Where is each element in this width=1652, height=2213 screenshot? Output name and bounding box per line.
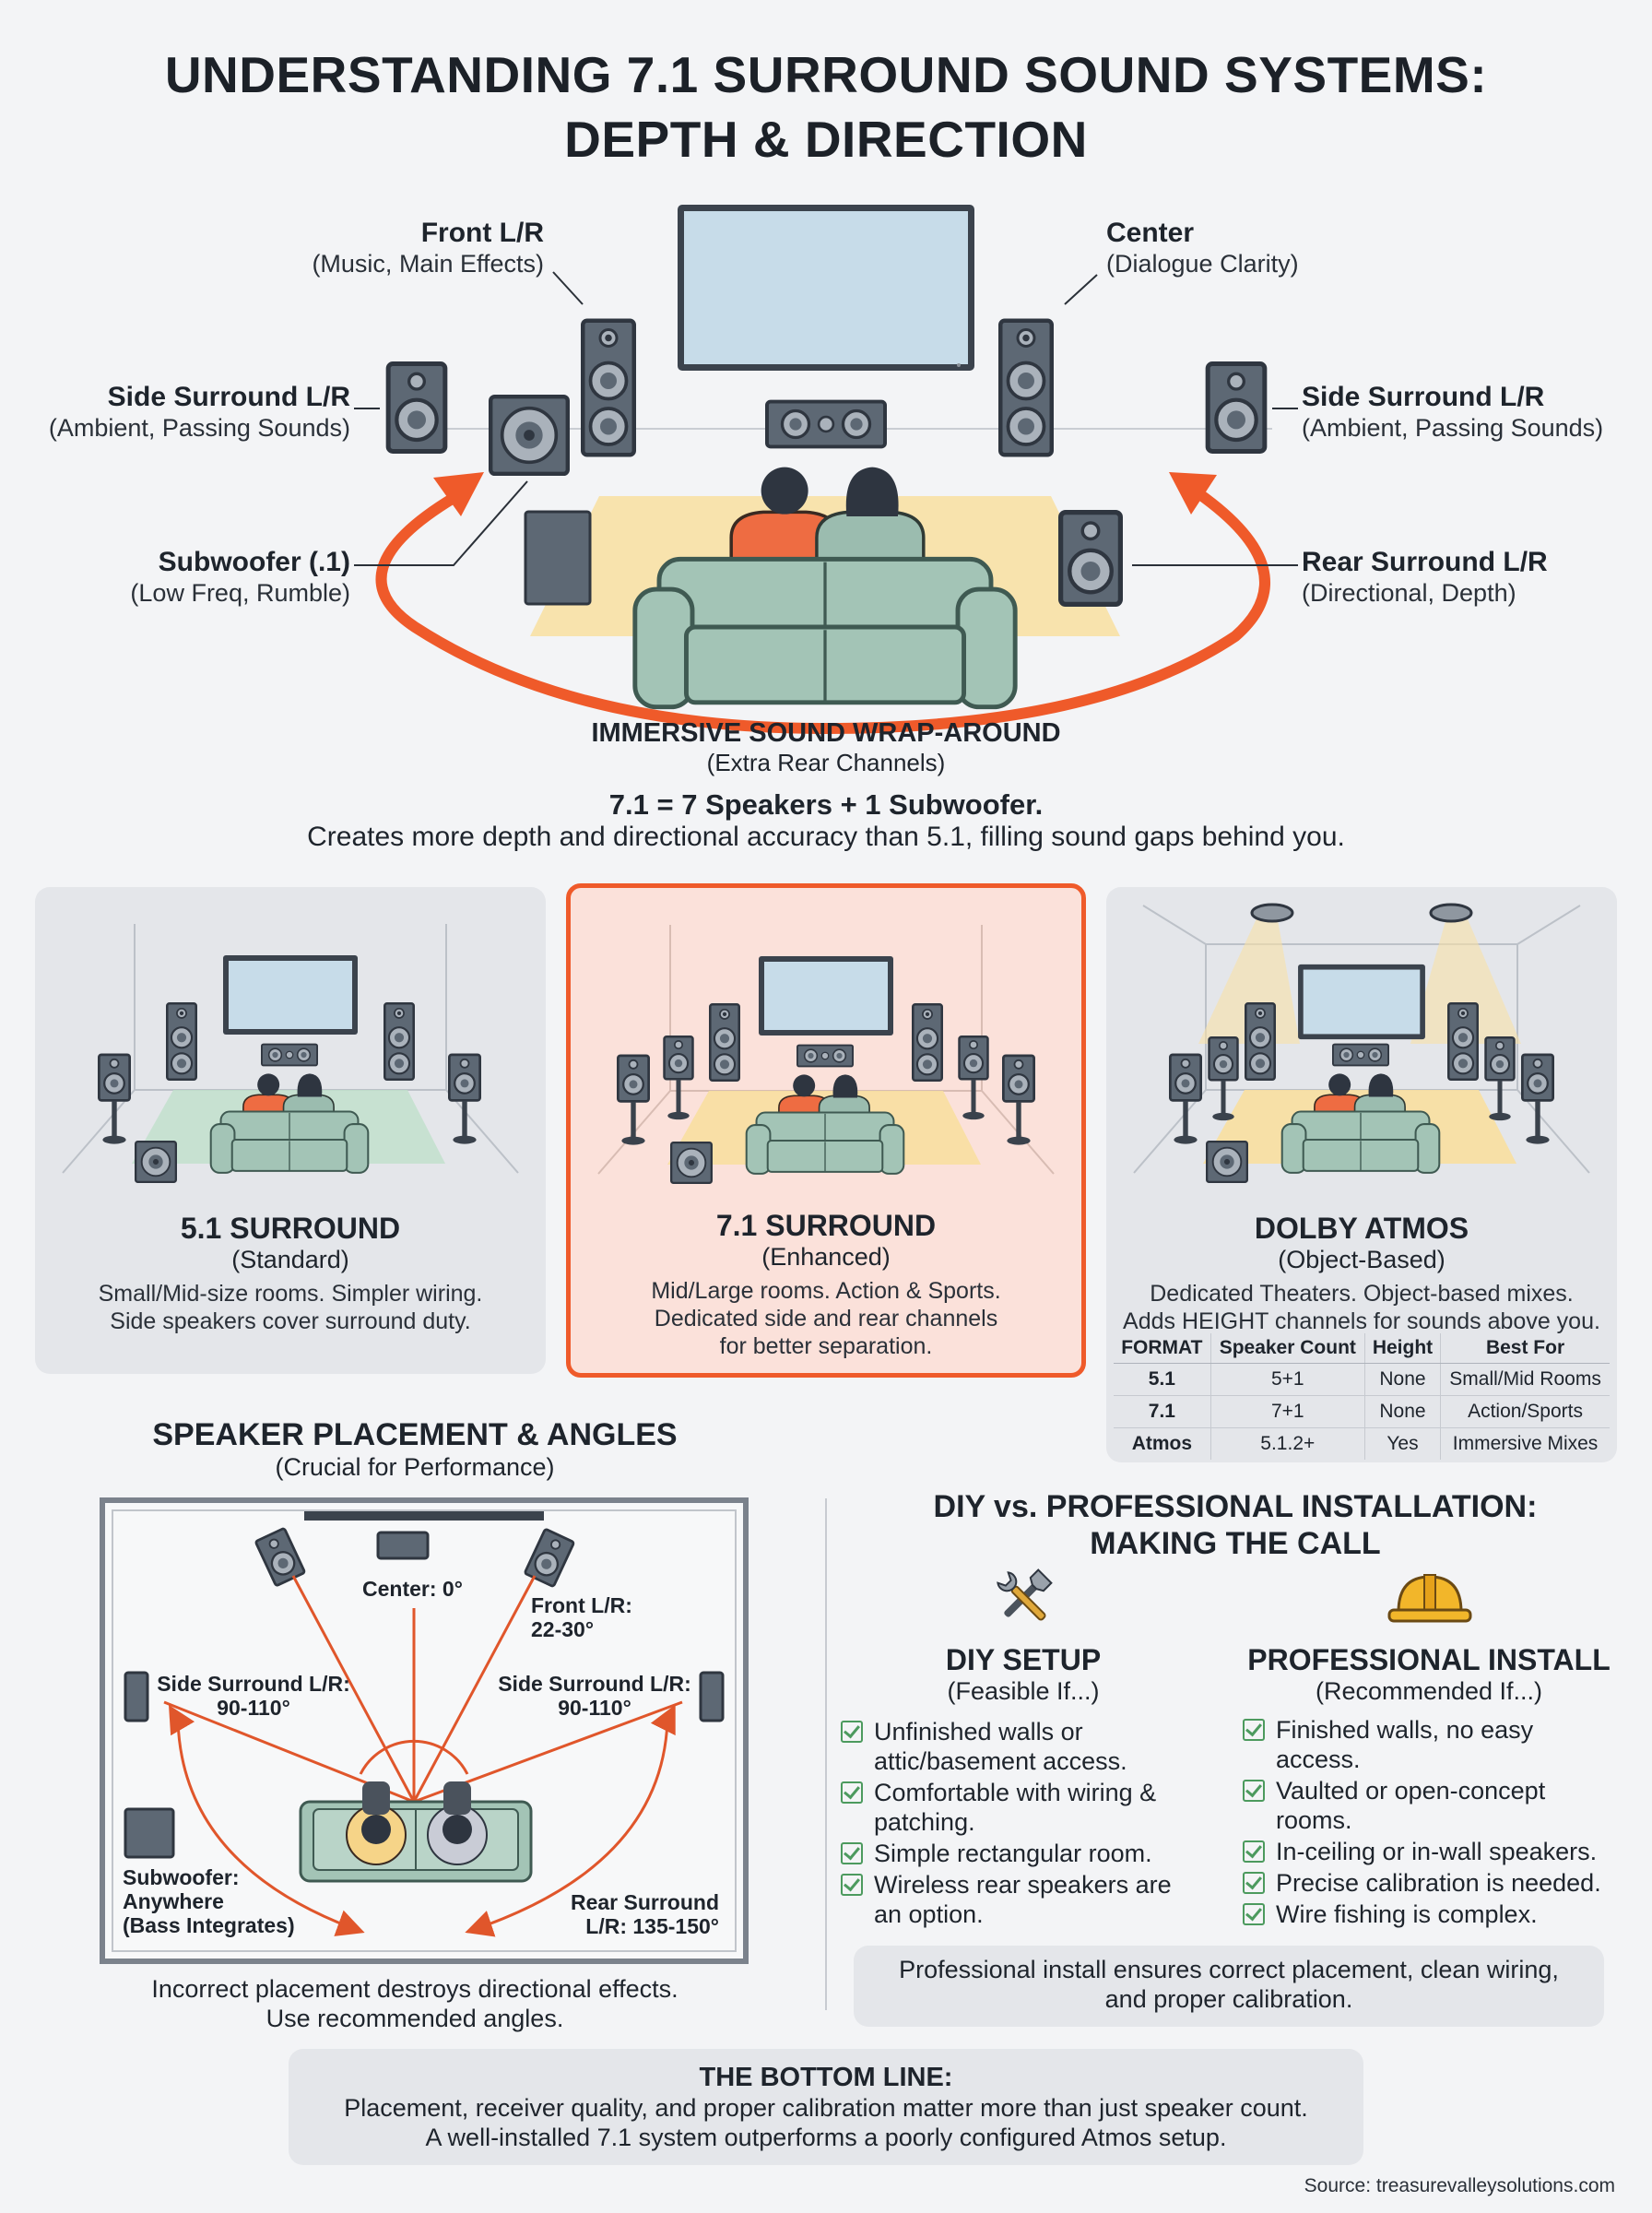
side-right-speaker <box>1208 364 1265 452</box>
list-item: In-ceiling or in-wall speakers. <box>1243 1837 1639 1866</box>
wrap-arrowhead-left <box>433 472 484 516</box>
card-dolby-atmos: DOLBY ATMOS (Object-Based) Dedicated The… <box>1106 887 1617 1462</box>
checkbox-icon <box>1243 1903 1265 1925</box>
tools-icon <box>997 1568 1053 1621</box>
wrap-around-label: IMMERSIVE SOUND WRAP-AROUND (Extra Rear … <box>307 718 1345 852</box>
section-divider <box>825 1498 827 2010</box>
hero-people <box>729 465 926 572</box>
source-credit: Source: treasurevalleysolutions.com <box>1304 2175 1615 2196</box>
label-side-right: Side Surround L/R (Ambient, Passing Soun… <box>1302 382 1604 442</box>
checkbox-icon <box>1243 1719 1265 1741</box>
front-left-speaker <box>583 321 634 456</box>
diy-column-heading: DIY SETUP (Feasible If...) <box>945 1643 1102 1705</box>
table-row: Atmos 5.1.2+ Yes Immersive Mixes <box>1114 1427 1610 1460</box>
placement-heading: SPEAKER PLACEMENT & ANGLES (Crucial for … <box>152 1417 678 1481</box>
label-rear: Rear Surround L/R (Directional, Depth) <box>1302 547 1548 607</box>
page-title: UNDERSTANDING 7.1 SURROUND SOUND SYSTEMS… <box>164 46 1488 168</box>
card-7-1-surround: 7.1 SURROUND (Enhanced) Mid/Large rooms.… <box>566 883 1086 1378</box>
diy-vs-pro-heading: DIY vs. PROFESSIONAL INSTALLATION: MAKIN… <box>933 1489 1538 1561</box>
wrap-around-arrow <box>375 488 1270 735</box>
placement-center-label: Center: 0° <box>362 1577 463 1601</box>
label-side-left: Side Surround L/R (Ambient, Passing Soun… <box>48 382 350 442</box>
checkbox-icon <box>841 1874 863 1896</box>
checkbox-icon <box>1243 1840 1265 1863</box>
room-5-1-illustration <box>62 924 519 1183</box>
pro-column-heading: PROFESSIONAL INSTALL (Recommended If...) <box>1247 1643 1611 1705</box>
card-5-1-surround: 5.1 SURROUND (Standard) Small/Mid-size r… <box>35 887 546 1374</box>
placement-rear-label: Rear Surround L/R: 135-150° <box>570 1890 719 1938</box>
format-comparison-table: FORMAT Speaker Count Height Best For 5.1… <box>1114 1333 1610 1460</box>
label-subwoofer: Subwoofer (.1) (Low Freq, Rumble) <box>130 547 350 607</box>
rear-left-speaker <box>524 510 592 606</box>
label-front-lr: Front L/R (Music, Main Effects) <box>312 218 544 278</box>
label-center: Center (Dialogue Clarity) <box>1106 218 1299 278</box>
rear-right-speaker <box>1061 513 1121 605</box>
pro-install-note: Professional install ensures correct pla… <box>854 1946 1604 2027</box>
hard-hat-icon <box>1387 1574 1472 1623</box>
list-item: Comfortable with wiring &patching. <box>841 1778 1210 1837</box>
placement-front-label: Front L/R: 22-30° <box>531 1593 632 1641</box>
table-row: 7.1 7+1 None Action/Sports <box>1114 1395 1610 1428</box>
placement-side-left-label: Side Surround L/R: 90-110° <box>157 1672 350 1720</box>
list-item: Simple rectangular room. <box>841 1839 1210 1868</box>
placement-subwoofer-label: Subwoofer: Anywhere (Bass Integrates) <box>123 1865 295 1937</box>
wrap-arrowhead-right <box>1169 472 1217 515</box>
list-item: Precise calibration is needed. <box>1243 1868 1639 1898</box>
hero-couch <box>635 559 1015 706</box>
placement-side-right-label: Side Surround L/R: 90-110° <box>498 1672 691 1720</box>
bottom-line-box: THE BOTTOM LINE: Placement, receiver qua… <box>289 2049 1363 2165</box>
checkbox-icon <box>1243 1780 1265 1802</box>
room-7-1-illustration <box>597 925 1055 1184</box>
room-atmos-illustration <box>1133 903 1590 1183</box>
placement-diagram <box>100 1497 749 1964</box>
placement-note: Incorrect placement destroys directional… <box>151 1975 678 2032</box>
subwoofer-speaker <box>490 396 568 474</box>
table-header-row: FORMAT Speaker Count Height Best For <box>1114 1333 1610 1364</box>
list-item: Wire fishing is complex. <box>1243 1899 1639 1929</box>
checkbox-icon <box>1243 1872 1265 1894</box>
front-right-speaker <box>1000 321 1052 456</box>
checkbox-icon <box>841 1781 863 1804</box>
checkbox-icon <box>841 1721 863 1743</box>
checkbox-icon <box>841 1842 863 1864</box>
side-left-speaker <box>388 364 445 452</box>
table-row: 5.1 5+1 None Small/Mid Rooms <box>1114 1363 1610 1396</box>
hero-diagram <box>354 205 1298 735</box>
center-speaker <box>767 402 885 447</box>
